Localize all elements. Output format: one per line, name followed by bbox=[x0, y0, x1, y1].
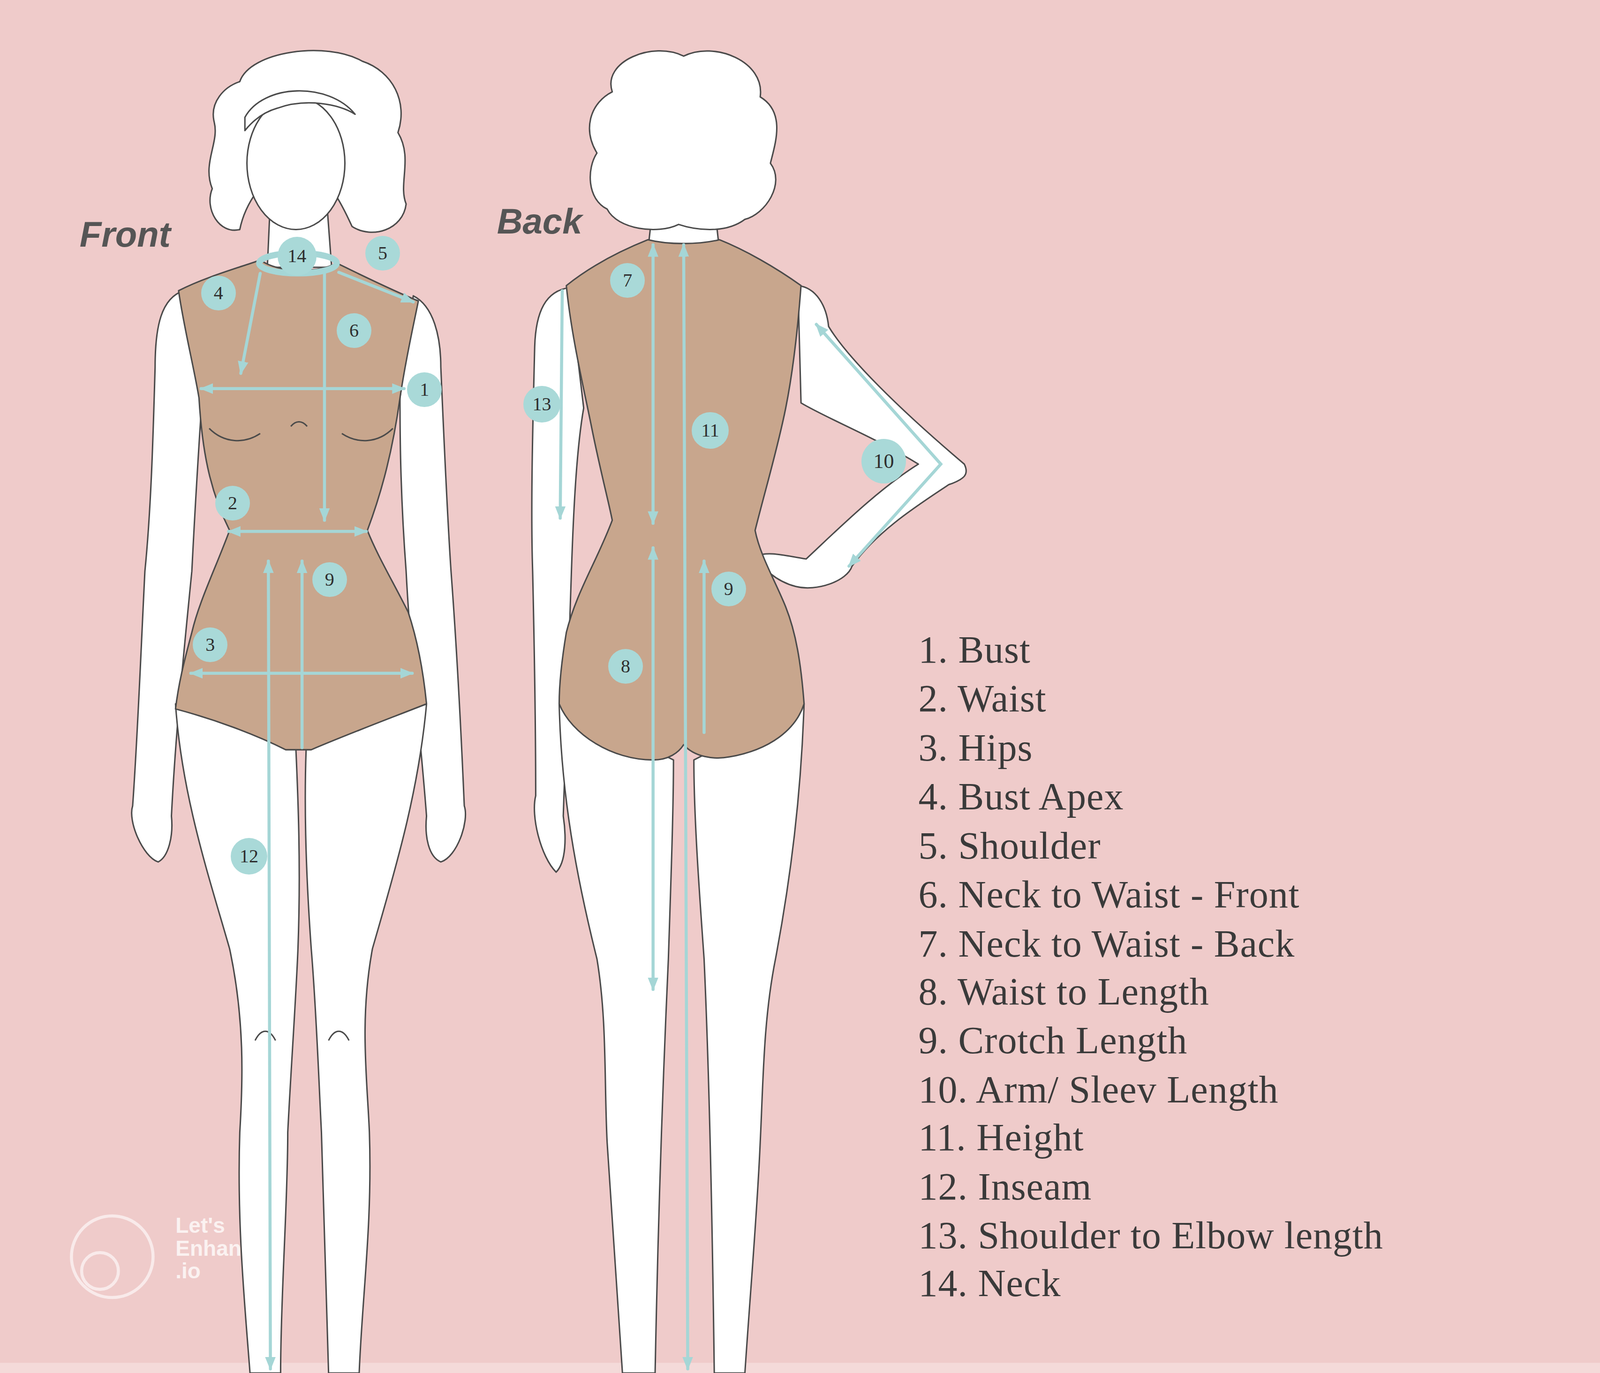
face bbox=[247, 97, 346, 230]
leg bbox=[305, 703, 427, 1373]
callout-number: 12 bbox=[239, 846, 259, 866]
bodysuit bbox=[175, 260, 427, 750]
callout-circle: 3 bbox=[192, 627, 228, 663]
hair bbox=[589, 51, 777, 230]
back-figure bbox=[531, 51, 967, 1373]
callout-circle: 12 bbox=[230, 837, 268, 875]
watermark-logo bbox=[71, 1215, 153, 1298]
measure-line bbox=[300, 560, 304, 748]
callout-number: 5 bbox=[377, 243, 388, 263]
leg bbox=[694, 703, 805, 1373]
legend-item: 13. Shoulder to Elbow length bbox=[918, 1214, 1383, 1257]
measure-line bbox=[268, 560, 271, 1369]
callout-number: 11 bbox=[701, 421, 720, 440]
legend-item: 14. Neck bbox=[918, 1262, 1061, 1305]
callout-number: 14 bbox=[287, 246, 307, 266]
measure-line bbox=[651, 547, 655, 990]
callout-number: 3 bbox=[205, 635, 215, 655]
callout-circle: 13 bbox=[523, 385, 560, 423]
legend-item: 8. Waist to Length bbox=[918, 970, 1209, 1013]
callout-number: 8 bbox=[620, 656, 631, 676]
measure-line bbox=[702, 560, 706, 733]
hair bbox=[209, 50, 407, 233]
front-figure bbox=[131, 50, 466, 1373]
logo-ring bbox=[81, 1252, 119, 1290]
callout-circle: 1 bbox=[407, 372, 442, 408]
logo-ring bbox=[71, 1215, 153, 1298]
measure-line bbox=[651, 244, 655, 524]
callout-circle: 2 bbox=[215, 485, 250, 521]
callout-number: 4 bbox=[213, 283, 224, 303]
legend-item: 12. Inseam bbox=[918, 1165, 1092, 1208]
bust-line bbox=[209, 422, 393, 441]
measure-line bbox=[338, 272, 414, 302]
callout-circle: 14 bbox=[277, 236, 317, 276]
leg bbox=[175, 703, 300, 1373]
callout-number: 10 bbox=[873, 451, 894, 472]
callout-circle: 4 bbox=[201, 275, 236, 311]
measure-line bbox=[228, 529, 367, 534]
callout-number: 6 bbox=[349, 321, 359, 340]
callout-number: 7 bbox=[622, 271, 633, 290]
measure-line bbox=[201, 387, 405, 391]
leg bbox=[558, 703, 674, 1373]
legend-item: 3. Hips bbox=[918, 726, 1033, 770]
legend-item: 10. Arm/ Sleev Length bbox=[918, 1068, 1279, 1111]
legend-item: 4. Bust Apex bbox=[918, 775, 1124, 818]
measure-line bbox=[816, 324, 941, 567]
callout-number: 1 bbox=[419, 380, 430, 400]
legend-item: 7. Neck to Waist - Back bbox=[918, 922, 1295, 966]
measure-line bbox=[241, 273, 261, 374]
measure-lines bbox=[190, 244, 941, 1369]
legend-item: 11. Height bbox=[918, 1116, 1084, 1159]
callout-number: 2 bbox=[227, 493, 238, 513]
callout-circle: 11 bbox=[691, 412, 729, 449]
legend-item: 6. Neck to Waist - Front bbox=[918, 873, 1300, 916]
bottom-strip bbox=[0, 1362, 1600, 1373]
watermark: Let's Enhance .io bbox=[175, 1214, 270, 1283]
bodysuit bbox=[558, 239, 804, 760]
legend-item: 9. Crotch Length bbox=[918, 1019, 1188, 1062]
callout-circle: 9 bbox=[711, 571, 747, 607]
callout-circle: 8 bbox=[608, 649, 643, 684]
callout-circle: 9 bbox=[312, 562, 348, 597]
callout-number: 13 bbox=[532, 394, 551, 414]
measure-line bbox=[190, 671, 413, 675]
callout-circle: 5 bbox=[365, 235, 400, 271]
callout-number: 9 bbox=[324, 570, 335, 589]
measure-line bbox=[323, 273, 327, 521]
callout-circle: 6 bbox=[336, 313, 372, 348]
bangs bbox=[244, 90, 355, 131]
callout-number: 9 bbox=[724, 579, 734, 599]
measure-line bbox=[560, 290, 563, 519]
legend-item: 5. Shoulder bbox=[918, 824, 1101, 868]
legend-item: 2. Waist bbox=[918, 677, 1047, 720]
callout-circle: 10 bbox=[861, 438, 907, 484]
callout-circle: 7 bbox=[610, 263, 645, 298]
side-title: Back bbox=[497, 203, 583, 240]
side-title: Front bbox=[79, 216, 171, 253]
measure-line bbox=[683, 244, 688, 1369]
legend-item: 1. Bust bbox=[918, 628, 1031, 672]
